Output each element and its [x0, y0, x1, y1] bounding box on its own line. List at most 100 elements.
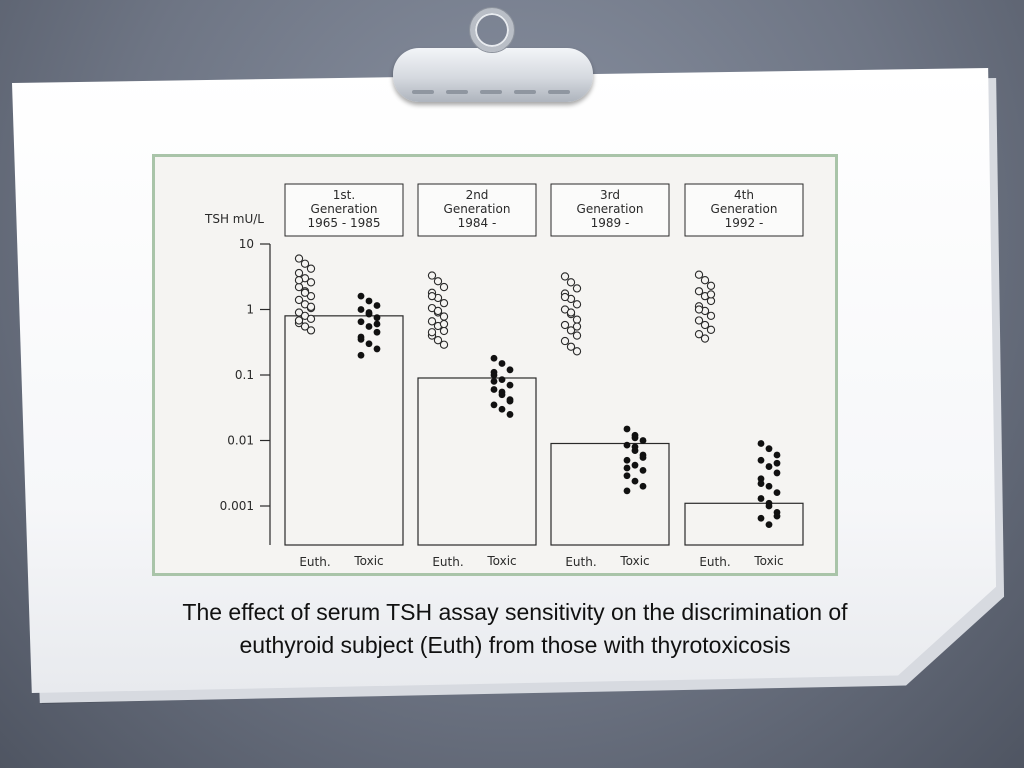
y-axis-label: TSH mU/L [204, 212, 264, 226]
toxic-point [490, 354, 498, 362]
toxic-point [623, 425, 631, 433]
x-category-label: Euth. [565, 555, 596, 569]
y-tick-label: 10 [239, 237, 254, 251]
toxic-point [631, 477, 639, 485]
toxic-point [757, 480, 765, 487]
toxic-point [765, 445, 773, 453]
euth-point [706, 281, 716, 290]
euth-point [433, 306, 443, 316]
euth-point [572, 347, 582, 356]
y-tick-label: 1 [246, 303, 254, 317]
x-category-label: Euth. [432, 555, 463, 569]
toxic-point [506, 366, 514, 374]
toxic-point [498, 388, 506, 396]
toxic-point [498, 376, 506, 384]
euth-point [433, 277, 443, 286]
toxic-point [373, 345, 381, 353]
generation-header-text: 3rd [600, 188, 620, 202]
euth-point [566, 278, 576, 287]
euth-point [306, 264, 316, 273]
generation-header-box [417, 183, 537, 237]
euth-point [294, 254, 304, 263]
toxic-point [490, 377, 498, 385]
toxic-point [631, 461, 639, 469]
toxic-point [373, 328, 381, 336]
x-category-label: Euth. [299, 555, 330, 569]
toxic-point [498, 360, 506, 367]
toxic-point [365, 297, 373, 305]
toxic-point [757, 456, 765, 464]
euth-point [294, 295, 304, 305]
euth-point [300, 288, 310, 297]
toxic-point [357, 351, 365, 359]
y-tick-label: 0.001 [220, 499, 254, 513]
euth-point [700, 334, 710, 343]
euth-point [572, 322, 582, 331]
euth-point [694, 287, 704, 296]
euth-point [306, 278, 316, 287]
euth-point [700, 320, 710, 330]
generation-header-box [550, 183, 670, 237]
y-tick-label: 0.01 [227, 434, 254, 448]
toxic-point [357, 318, 365, 326]
generation-header-text: 4th [734, 188, 754, 202]
euth-point [706, 325, 716, 334]
detection-limit-bar [550, 442, 670, 546]
euth-point [294, 276, 304, 285]
generation-header-text: 1984 - [458, 216, 497, 230]
toxic-point [639, 466, 647, 474]
generation-header-text: Generation [711, 202, 778, 216]
euth-point [700, 276, 710, 285]
x-category-label: Toxic [353, 554, 383, 568]
toxic-point [490, 401, 498, 409]
clip-dash [412, 90, 434, 94]
toxic-point [765, 482, 773, 490]
detection-limit-bar [284, 315, 404, 546]
toxic-point [365, 340, 373, 348]
x-category-label: Toxic [619, 554, 649, 568]
toxic-point [765, 521, 773, 529]
euth-point [566, 342, 576, 351]
generation-header-text: 2nd [466, 188, 489, 202]
euth-point [706, 311, 716, 320]
slide-caption: The effect of serum TSH assay sensitivit… [80, 596, 950, 662]
toxic-point [498, 405, 506, 413]
euth-point [560, 320, 570, 330]
toxic-point [773, 469, 781, 477]
toxic-point [365, 323, 373, 330]
euth-point [427, 291, 437, 301]
euth-point [294, 268, 304, 278]
toxic-point [639, 482, 647, 490]
caption-line-1: The effect of serum TSH assay sensitivit… [182, 599, 848, 625]
euth-point [439, 282, 449, 292]
generation-header-text: 1992 - [725, 216, 764, 230]
euth-point [439, 299, 449, 308]
euth-point [566, 308, 576, 317]
euth-point [306, 326, 316, 335]
generation-header-box [684, 183, 804, 237]
paper-clip-ring-icon [470, 8, 514, 52]
x-category-label: Toxic [486, 554, 516, 568]
clip-dash [446, 90, 468, 94]
toxic-point [757, 475, 765, 483]
euth-point [300, 259, 310, 268]
toxic-point [506, 411, 514, 418]
euth-point [572, 315, 582, 324]
clip-dash [514, 90, 536, 94]
euth-point [560, 292, 570, 302]
euth-point [560, 336, 570, 346]
euth-point [694, 270, 704, 279]
toxic-point [773, 459, 781, 467]
clip-dash [548, 90, 570, 94]
x-category-label: Toxic [753, 554, 783, 568]
toxic-point [357, 335, 365, 343]
euth-point [427, 271, 437, 280]
euth-point [694, 330, 704, 339]
generation-header-text: 1st. [333, 188, 355, 202]
toxic-point [773, 451, 781, 459]
toxic-point [365, 309, 373, 316]
generation-header-text: Generation [311, 202, 378, 216]
toxic-point [631, 434, 639, 442]
generation-header-text: Generation [444, 202, 511, 216]
